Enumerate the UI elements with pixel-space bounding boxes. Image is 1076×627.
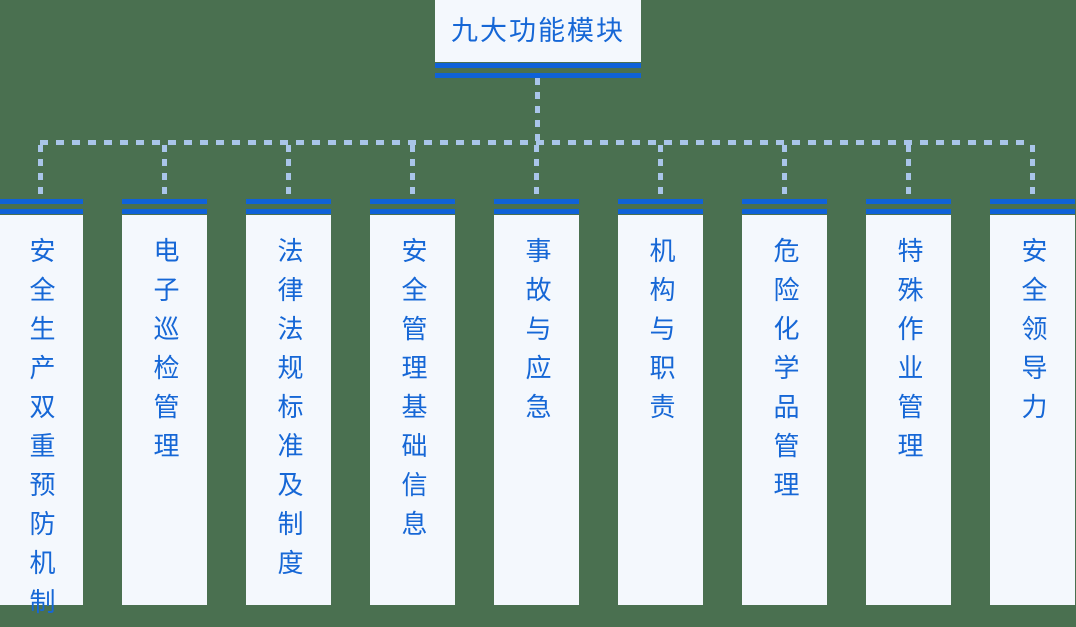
module-node-6-bar-bottom bbox=[618, 209, 703, 214]
module-node-7-label: 危险化学品管理 bbox=[770, 237, 800, 510]
module-node-1-bar-bottom bbox=[0, 209, 83, 214]
root-node-bar-bottom bbox=[435, 73, 641, 78]
module-node-5-panel: 事故与应急 bbox=[494, 215, 579, 605]
root-node-bar-top bbox=[435, 63, 641, 68]
connector-root-dropline bbox=[535, 78, 540, 142]
module-node-2-bar-bottom bbox=[122, 209, 207, 214]
module-node-3-bar-bottom bbox=[246, 209, 331, 214]
module-node-9-panel: 安全领导力 bbox=[990, 215, 1075, 605]
module-node-6-panel: 机构与职责 bbox=[618, 215, 703, 605]
connector-stub-7 bbox=[782, 145, 787, 199]
module-node-2-label: 电子巡检管理 bbox=[150, 237, 180, 471]
module-node-8-bar-top bbox=[866, 199, 951, 204]
module-node-8-panel: 特殊作业管理 bbox=[866, 215, 951, 605]
connector-horizontal-bus bbox=[40, 140, 1032, 145]
module-node-4-label: 安全管理基础信息 bbox=[398, 237, 428, 549]
module-node-3-bar-top bbox=[246, 199, 331, 204]
root-node-label: 九大功能模块 bbox=[451, 15, 625, 46]
module-node-3-panel: 法律法规标准及制度 bbox=[246, 215, 331, 605]
connector-stub-6 bbox=[658, 145, 663, 199]
connector-stub-9 bbox=[1030, 145, 1035, 199]
module-node-5-bar-bottom bbox=[494, 209, 579, 214]
module-node-9-bar-bottom bbox=[990, 209, 1075, 214]
connector-stub-4 bbox=[410, 145, 415, 199]
module-node-9-label: 安全领导力 bbox=[1018, 237, 1048, 432]
module-node-5-bar-top bbox=[494, 199, 579, 204]
module-node-1-label: 安全生产双重预防机制 bbox=[26, 237, 56, 627]
connector-stub-5 bbox=[534, 145, 539, 199]
module-node-6-bar-top bbox=[618, 199, 703, 204]
root-node[interactable]: 九大功能模块 bbox=[435, 0, 641, 78]
module-node-1-panel: 安全生产双重预防机制 bbox=[0, 215, 83, 627]
module-node-3-label: 法律法规标准及制度 bbox=[274, 237, 304, 588]
module-node-2-bar-top bbox=[122, 199, 207, 204]
module-node-4-bar-bottom bbox=[370, 209, 455, 214]
connector-stub-2 bbox=[162, 145, 167, 199]
module-node-4-panel: 安全管理基础信息 bbox=[370, 215, 455, 605]
module-node-1-bar-top bbox=[0, 199, 83, 204]
module-node-5-label: 事故与应急 bbox=[522, 237, 552, 432]
module-node-8-label: 特殊作业管理 bbox=[894, 237, 924, 471]
connector-stub-3 bbox=[286, 145, 291, 199]
module-node-7-bar-top bbox=[742, 199, 827, 204]
module-node-6-label: 机构与职责 bbox=[646, 237, 676, 432]
module-node-7-bar-bottom bbox=[742, 209, 827, 214]
module-node-9-bar-top bbox=[990, 199, 1075, 204]
connector-stub-8 bbox=[906, 145, 911, 199]
module-node-4-bar-top bbox=[370, 199, 455, 204]
module-node-7-panel: 危险化学品管理 bbox=[742, 215, 827, 605]
module-node-2-panel: 电子巡检管理 bbox=[122, 215, 207, 605]
module-node-8-bar-bottom bbox=[866, 209, 951, 214]
connector-stub-1 bbox=[38, 145, 43, 199]
root-node-panel: 九大功能模块 bbox=[435, 0, 641, 62]
